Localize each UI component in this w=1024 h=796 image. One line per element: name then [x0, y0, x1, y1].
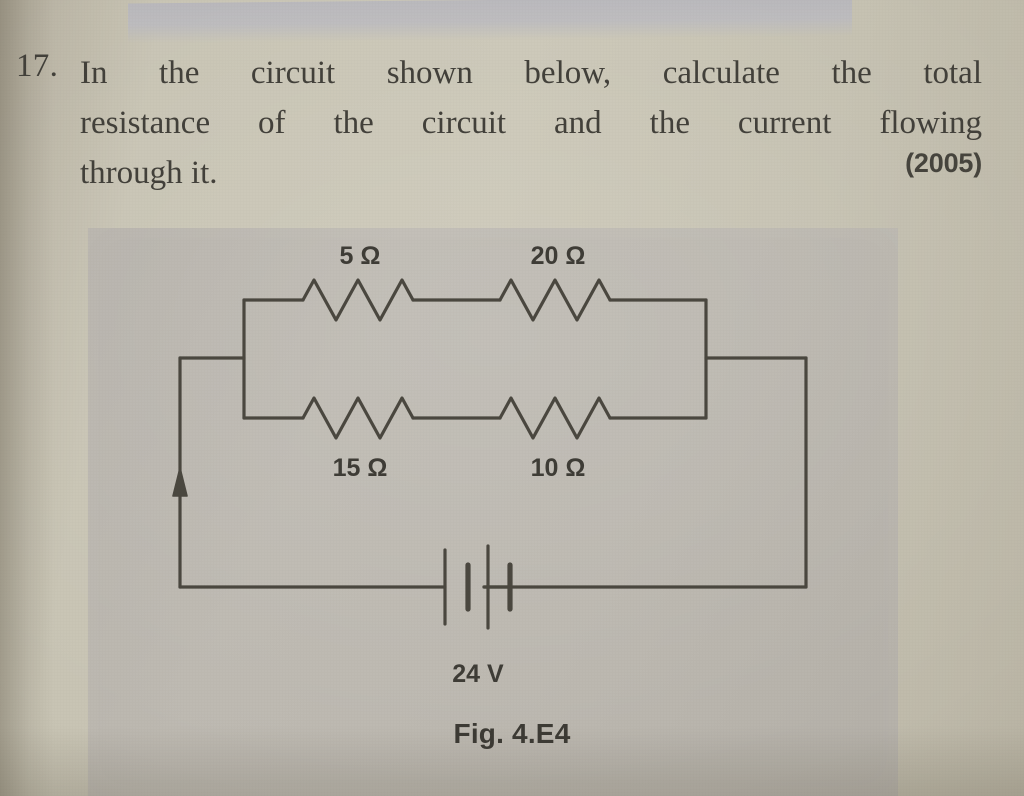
resistor-20-ohm-zigzag — [498, 278, 612, 322]
resistor-5-ohm-zigzag — [301, 278, 415, 322]
circuit-diagram: 5 Ω 20 Ω 15 Ω 10 Ω 24 V — [172, 242, 808, 688]
resistor-10-ohm-zigzag — [498, 396, 612, 440]
question-line-3: through it. — [80, 155, 218, 191]
label-10-ohm: 10 Ω — [531, 454, 586, 482]
label-20-ohm: 20 Ω — [531, 242, 586, 270]
question-line-2: resistance of the circuit and the curren… — [80, 105, 982, 141]
current-direction-arrow-icon — [172, 467, 188, 497]
label-5-ohm: 5 Ω — [340, 242, 381, 270]
question-text: In the circuit shown below, calculate th… — [80, 48, 982, 198]
resistor-15-ohm-zigzag — [301, 396, 415, 440]
question-line-1: In the circuit shown below, calculate th… — [80, 55, 982, 91]
question-number: 17. — [16, 48, 59, 84]
question-year-tag: (2005) — [905, 148, 982, 178]
paper-bottom-shadow — [0, 726, 1024, 796]
figure-caption: Fig. 4.E4 — [453, 718, 571, 749]
paper-left-shadow — [0, 0, 54, 796]
label-15-ohm: 15 Ω — [333, 454, 388, 482]
figure-background-plate — [88, 228, 898, 796]
label-battery-voltage: 24 V — [452, 660, 504, 688]
